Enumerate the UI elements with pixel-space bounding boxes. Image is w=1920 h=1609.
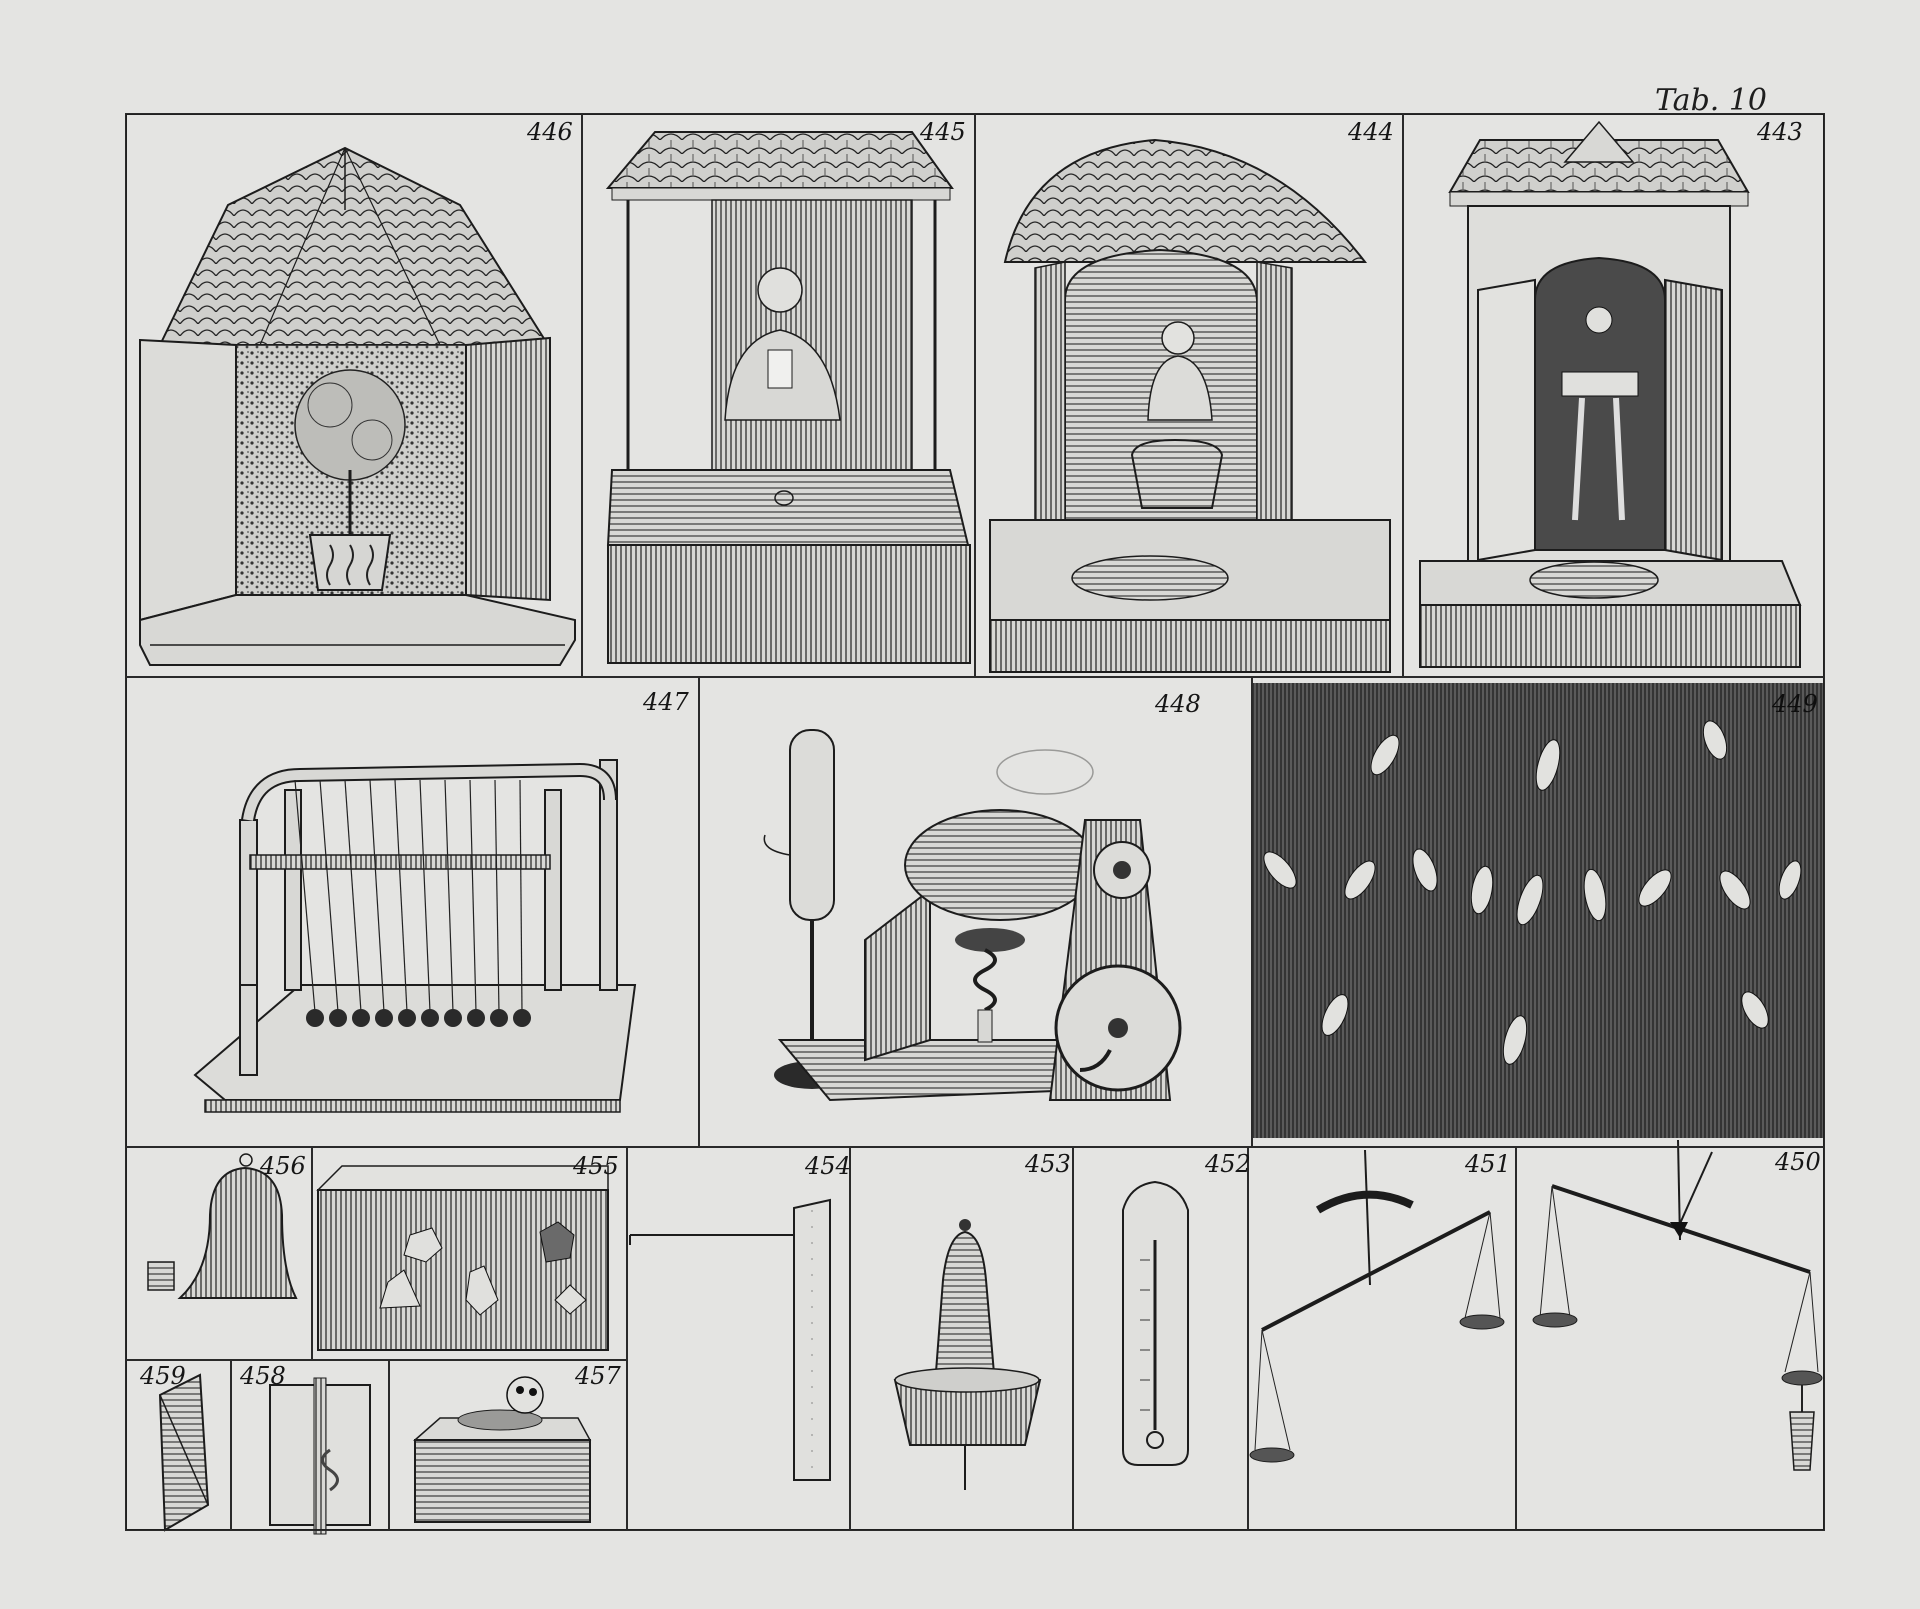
figure-number-454: 454 (805, 1152, 851, 1180)
figure-number-456: 456 (260, 1152, 306, 1180)
figure-number-452: 452 (1205, 1150, 1251, 1178)
panel-458 (230, 1359, 390, 1531)
panel-456 (125, 1146, 313, 1361)
figure-459-drawing (158, 1373, 210, 1532)
panel-446 (125, 113, 583, 678)
panel-448 (698, 676, 1253, 1148)
panel-455 (311, 1146, 628, 1361)
panel-449 (1251, 676, 1825, 1148)
figure-458-drawing (269, 1377, 371, 1535)
figure-454-drawing (629, 1198, 831, 1481)
figure-452-drawing (1122, 1180, 1189, 1466)
plate-tab-label: Tab. 10 (1655, 83, 1768, 118)
figure-number-455: 455 (573, 1152, 619, 1180)
figure-443-drawing (1419, 120, 1802, 668)
figure-number-451: 451 (1465, 1150, 1511, 1178)
figure-450-drawing (1532, 1139, 1823, 1471)
panel-452 (1072, 1146, 1249, 1531)
panel-453 (849, 1146, 1074, 1531)
panel-451 (1247, 1146, 1517, 1531)
figure-number-449: 449 (1772, 690, 1818, 718)
figure-444-drawing (989, 138, 1391, 673)
figure-445-drawing (605, 131, 971, 664)
figure-number-458: 458 (240, 1362, 286, 1390)
figure-number-459: 459 (140, 1362, 186, 1390)
figure-number-450: 450 (1775, 1148, 1821, 1176)
figure-455-drawing (316, 1165, 609, 1351)
panel-457 (388, 1359, 628, 1531)
figure-number-443: 443 (1757, 118, 1803, 146)
figure-453-drawing (893, 1219, 1042, 1490)
figure-448-drawing (763, 729, 1182, 1102)
figure-447-drawing (193, 759, 637, 1113)
panel-459 (125, 1359, 232, 1531)
panel-443 (1402, 113, 1825, 678)
panel-450 (1515, 1146, 1825, 1531)
panel-444 (974, 113, 1404, 678)
figure-446-drawing (139, 146, 576, 666)
figure-number-444: 444 (1348, 118, 1394, 146)
figure-number-445: 445 (920, 118, 966, 146)
figure-449-drawing (1253, 683, 1825, 1138)
figure-number-448: 448 (1155, 690, 1201, 718)
panel-445 (581, 113, 976, 678)
figure-456-drawing (147, 1153, 298, 1299)
figure-457-drawing (413, 1376, 592, 1523)
figure-number-446: 446 (527, 118, 573, 146)
figure-number-457: 457 (575, 1362, 621, 1390)
figure-number-447: 447 (643, 688, 689, 716)
figure-number-453: 453 (1025, 1150, 1071, 1178)
panel-454 (626, 1146, 851, 1531)
panel-447 (125, 676, 700, 1148)
figure-451-drawing (1249, 1149, 1505, 1463)
